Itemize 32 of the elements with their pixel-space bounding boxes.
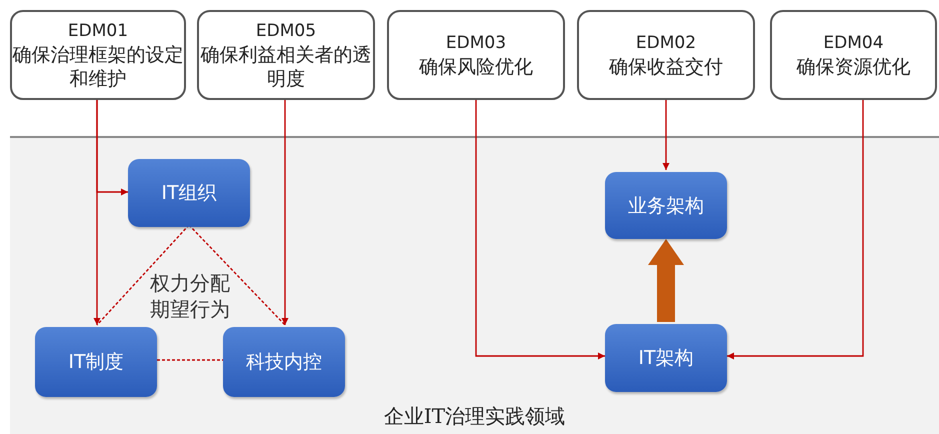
process-box: IT制度 — [35, 327, 157, 397]
arrow — [727, 100, 864, 360]
arrow — [94, 100, 100, 325]
objective-box — [387, 10, 565, 100]
objective-text: 确保治理框架的设定和维护 — [12, 43, 184, 91]
objective-code: EDM05 — [256, 20, 316, 43]
process-box: IT组织 — [128, 159, 250, 227]
arrow — [662, 100, 670, 170]
objective-code: EDM02 — [636, 32, 696, 55]
objective-code: EDM03 — [446, 32, 506, 55]
dashed-line — [157, 359, 223, 361]
objective-box — [10, 10, 186, 100]
objective-text: 确保风险优化 — [419, 55, 533, 79]
objective-text: 确保收益交付 — [609, 55, 723, 79]
dashed-line — [188, 224, 286, 326]
objective-box — [577, 10, 755, 100]
objective-text: 确保利益相关者的透明度 — [200, 43, 372, 91]
objective-code: EDM04 — [823, 32, 884, 55]
process-box: 科技内控 — [223, 327, 345, 397]
dashed-line — [96, 224, 190, 326]
arrow — [282, 100, 288, 325]
objective-text: 确保资源优化 — [796, 55, 910, 79]
panel-title: 企业IT治理实践领域 — [382, 403, 566, 430]
objective-box — [770, 10, 937, 100]
objective-code: EDM01 — [68, 20, 128, 43]
arrow — [475, 100, 605, 360]
objective-box — [197, 10, 375, 100]
domain-panel — [10, 136, 939, 434]
process-box: IT架构 — [605, 324, 727, 392]
block-arrow — [648, 239, 684, 322]
process-box: 业务架构 — [605, 172, 727, 239]
relation-label: 权力分配期望行为 — [149, 270, 231, 322]
